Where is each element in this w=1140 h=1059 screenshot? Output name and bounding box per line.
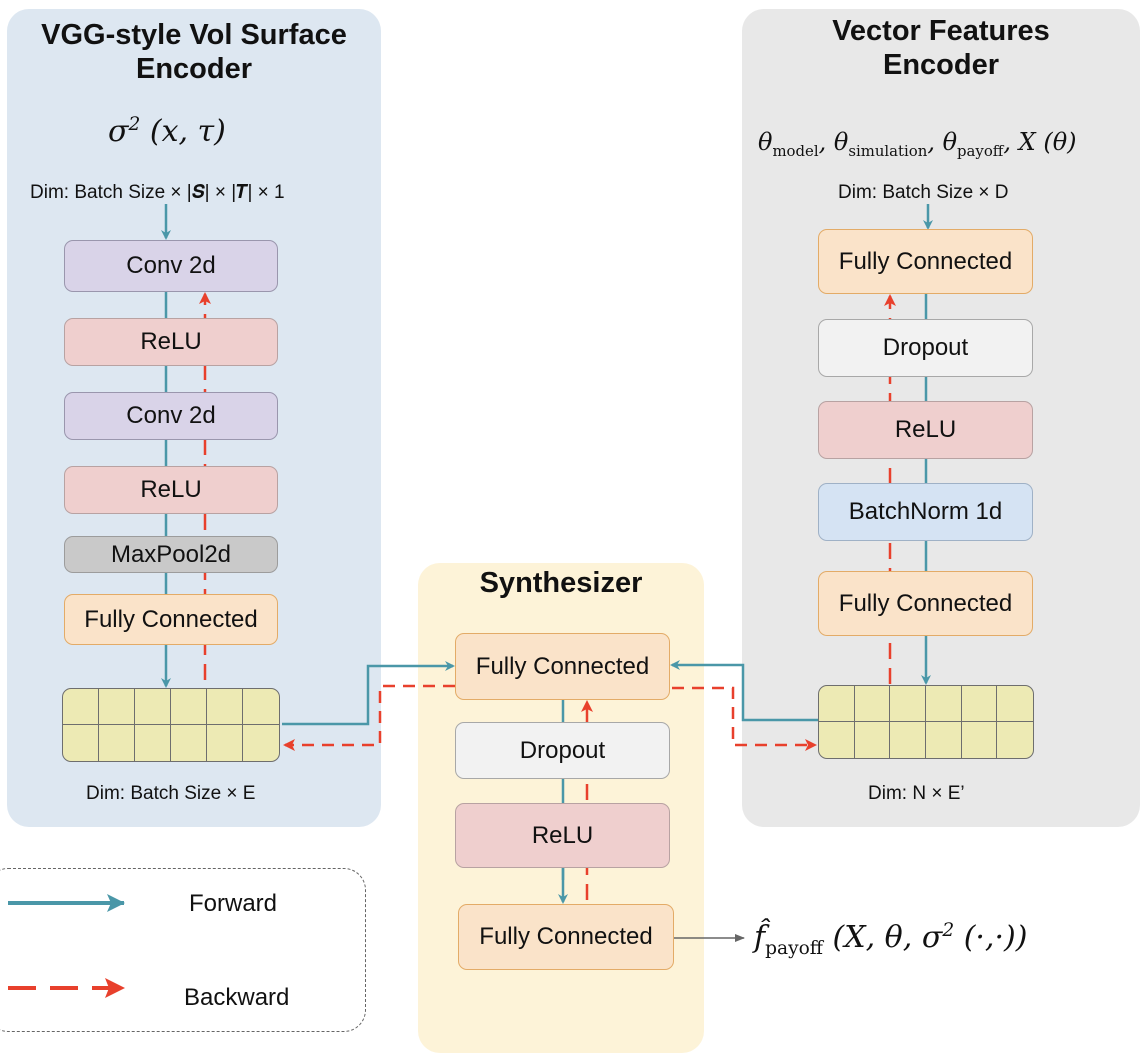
vgg-maxpool2d: MaxPool2d <box>64 536 278 573</box>
vector-to-synth-forward-arrow <box>670 660 818 722</box>
vector-input-dim: Dim: Batch Size × D <box>838 182 1009 203</box>
vgg-encoder-title: VGG-style Vol Surface Encoder <box>41 19 347 85</box>
embedding-cell <box>135 689 171 725</box>
embedding-cell <box>962 722 998 758</box>
embedding-cell <box>171 725 207 761</box>
vector-input-label: θmodel, θsimulation, θpayoff, X (θ) <box>758 128 1077 160</box>
embedding-cell <box>926 722 962 758</box>
vgg-output-dim: Dim: Batch Size × E <box>86 783 256 804</box>
vgg-input-dim: Dim: Batch Size × |𝑺| × |𝑻| × 1 <box>30 182 285 203</box>
embedding-cell <box>243 725 279 761</box>
vector-encoder-title: Vector Features Encoder <box>832 15 1050 81</box>
vector-input-text: θmodel, θsimulation, θpayoff, X (θ) <box>758 128 1077 160</box>
legend-forward-label: Forward <box>189 890 278 917</box>
embedding-cell <box>961 686 998 722</box>
synthesizer-title: Synthesizer <box>479 567 643 599</box>
vgg-conv2d-2: Conv 2d <box>64 392 278 440</box>
embedding-cell <box>171 689 207 725</box>
output-formula-text: f̂payoff (X, θ, σ2 (·,·)) <box>754 920 1028 959</box>
embedding-cell <box>997 722 1033 758</box>
vector-relu: ReLU <box>818 401 1033 459</box>
vgg-fully-connected: Fully Connected <box>64 594 278 645</box>
embedding-cell <box>99 725 135 761</box>
vector-fully-connected-2: Fully Connected <box>818 571 1033 636</box>
embedding-cell <box>890 722 926 758</box>
vgg-relu-1: ReLU <box>64 318 278 366</box>
embedding-cell <box>854 686 891 722</box>
embedding-cell <box>63 689 99 725</box>
embedding-cell <box>243 689 279 725</box>
vgg-embedding-grid <box>62 688 280 762</box>
legend <box>0 868 366 1032</box>
vgg-to-synth-forward-arrow <box>282 661 455 726</box>
vol-surface-input-label: σ2 (x, τ) <box>108 114 226 149</box>
embedding-cell <box>890 686 926 722</box>
vector-output-dim: Dim: N × E’ <box>868 783 965 804</box>
synth-relu: ReLU <box>455 803 670 868</box>
vector-fully-connected-1: Fully Connected <box>818 229 1033 294</box>
embedding-cell <box>819 722 855 758</box>
embedding-cell <box>207 725 243 761</box>
synth-to-vgg-backward-arrow <box>283 684 455 751</box>
vol-surface-input-text: σ2 (x, τ) <box>108 114 226 149</box>
embedding-cell <box>926 686 962 722</box>
embedding-cell <box>135 725 171 761</box>
embedding-cell <box>819 686 855 722</box>
output-formula-label: f̂payoff (X, θ, σ2 (·,·)) <box>754 920 1027 959</box>
embedding-cell <box>855 722 891 758</box>
synth-fully-connected-2: Fully Connected <box>458 904 674 970</box>
synth-fully-connected-1: Fully Connected <box>455 633 670 700</box>
synth-dropout: Dropout <box>455 722 670 779</box>
embedding-cell <box>99 689 135 725</box>
vector-embedding-grid <box>818 685 1034 759</box>
embedding-cell <box>997 686 1033 722</box>
vector-dropout: Dropout <box>818 319 1033 377</box>
vgg-relu-2: ReLU <box>64 466 278 514</box>
embedding-cell <box>63 725 99 761</box>
vgg-conv2d-1: Conv 2d <box>64 240 278 292</box>
synth-to-vector-backward-arrow <box>672 686 817 751</box>
vector-batchnorm1d: BatchNorm 1d <box>818 483 1033 541</box>
legend-backward-label: Backward <box>184 984 290 1011</box>
embedding-cell <box>207 689 243 725</box>
